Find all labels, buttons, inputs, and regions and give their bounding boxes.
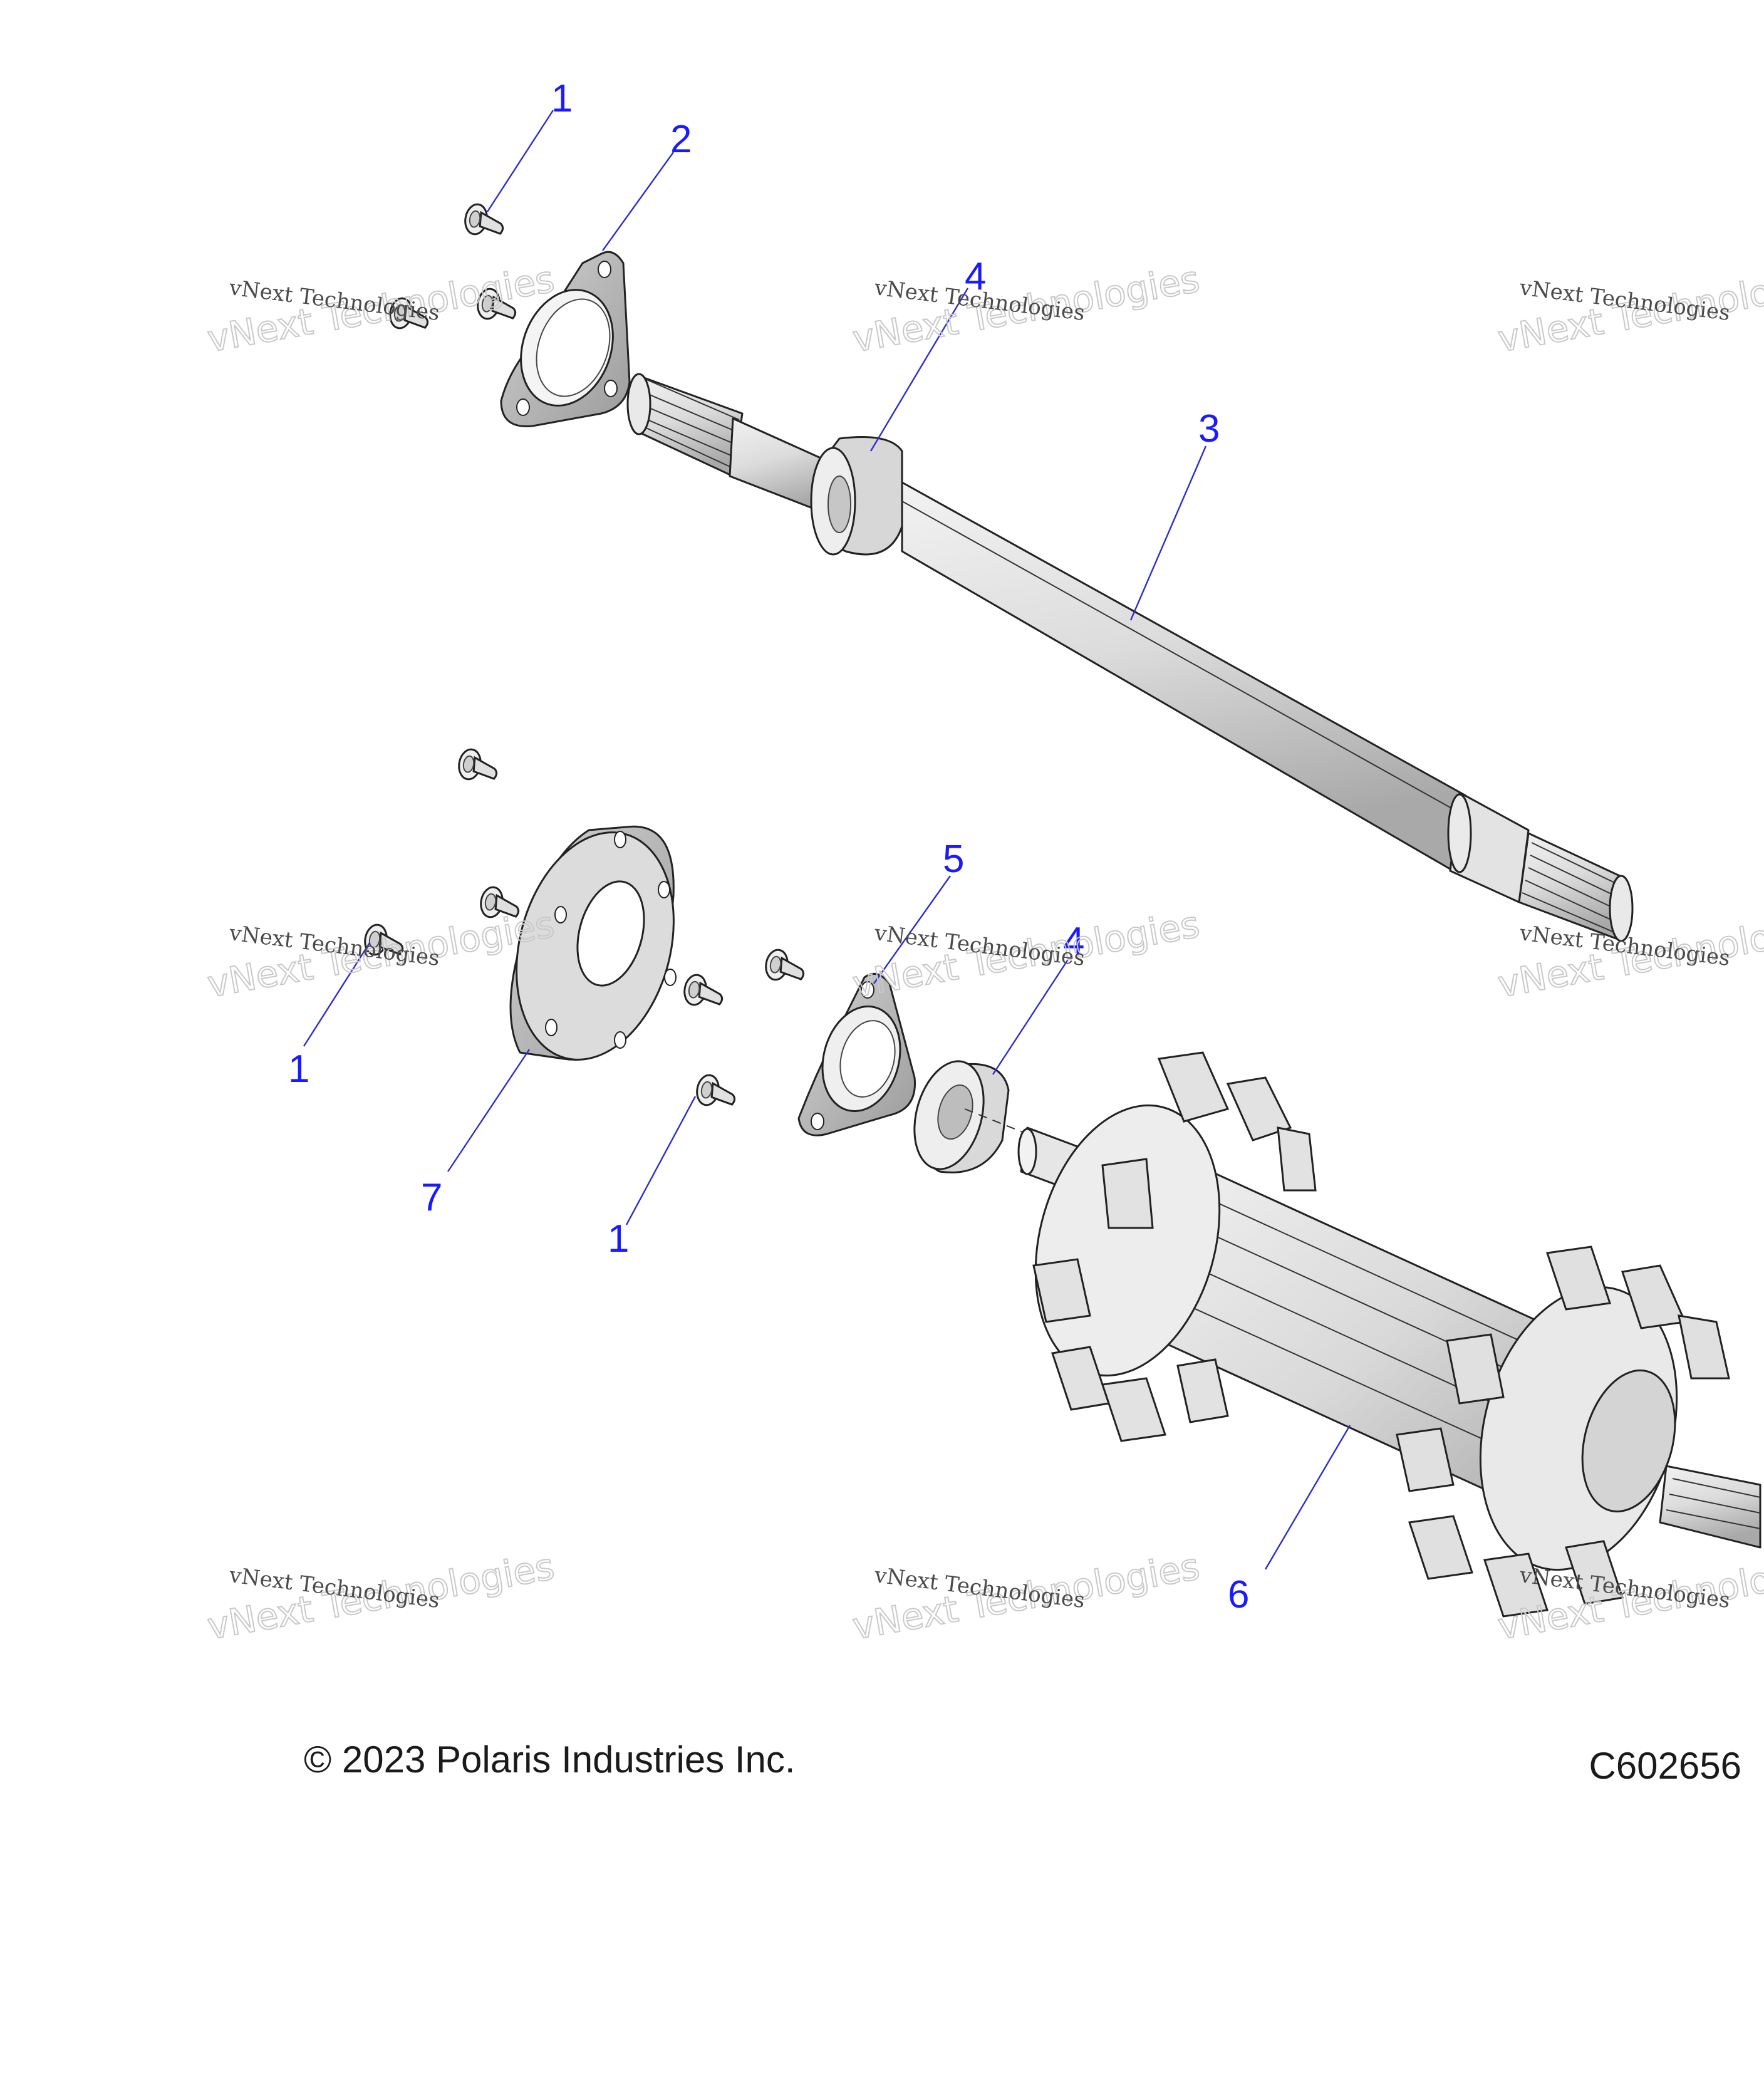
callout-2: 2 [670, 118, 692, 161]
bolt-lower-1 [455, 746, 501, 785]
callout-5: 5 [943, 838, 964, 881]
callout-4-lower: 4 [1063, 920, 1084, 963]
watermark: vNext Technologies vNext Technologies [204, 257, 558, 361]
watermark: vNext Technologies vNext Technologies [204, 1544, 558, 1648]
bolt-lower-6 [693, 1072, 739, 1111]
round-plate [509, 825, 677, 1061]
callout-1-top: 1 [551, 77, 573, 120]
callout-6: 6 [1228, 1573, 1249, 1616]
watermarks: vNext Technologies vNext Technologies vN… [204, 257, 1764, 1648]
figure-code: C602656 [1589, 1745, 1741, 1787]
callout-7: 7 [421, 1176, 442, 1219]
sprocket-drive-assembly [1017, 1051, 1761, 1618]
axis-centerline [964, 1108, 1059, 1147]
flange-bearing-housing [797, 972, 916, 1136]
copyright-notice: © 2023 Polaris Industries Inc. [304, 1739, 796, 1781]
flange-plate-upper [500, 251, 631, 427]
bolt-lower-4 [681, 972, 727, 1011]
watermark: vNext Technologies vNext Technologies [849, 1544, 1203, 1648]
watermark: vNext Technologies vNext Technologies [1494, 257, 1764, 361]
drive-shaft [626, 373, 1634, 942]
leader-lines [303, 110, 1351, 1570]
callout-1-left: 1 [288, 1048, 309, 1091]
callout-1-lower: 1 [608, 1217, 629, 1261]
bolt-upper-1 [462, 201, 507, 240]
callout-labels: 1 2 4 3 5 4 1 7 1 6 [288, 77, 1249, 1616]
bolt-lower-5 [762, 947, 808, 985]
callout-3: 3 [1198, 407, 1220, 450]
bearing-lower [913, 1060, 1010, 1173]
watermark: vNext Technologies vNext Technologies [849, 257, 1203, 361]
callout-4-top: 4 [965, 255, 986, 298]
watermark: vNext Technologies vNext Technologies [204, 902, 558, 1006]
